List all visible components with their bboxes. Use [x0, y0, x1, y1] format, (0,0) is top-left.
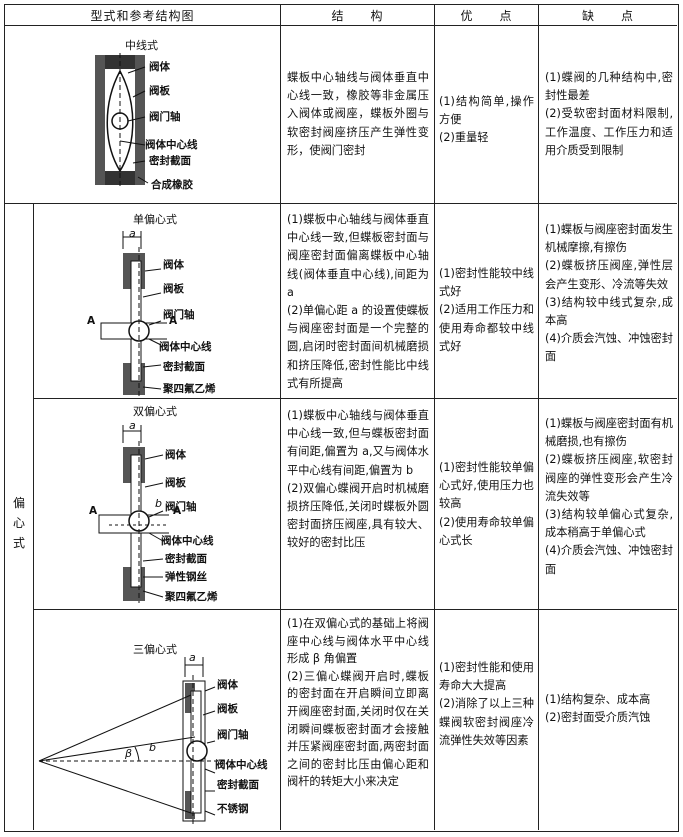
- label-valve-disc: 阀板: [149, 85, 170, 97]
- structure-double-offset: (1)蝶板中心轴线与阀体垂直中心线一致,但与蝶板密封面有间距,偏置为 a,又与阀…: [287, 409, 429, 550]
- label-body-centerline: 阀体中心线: [159, 341, 212, 353]
- header-disadvantages: 缺 点: [581, 9, 634, 23]
- eccentric-group-label: 偏心式: [12, 496, 25, 550]
- label-valve-shaft: 阀门轴: [217, 729, 249, 741]
- valve-table: 型式和参考结构图 结 构 优 点 缺 点 偏心式 中线式 阀体 阀板 阀门轴 阀…: [4, 4, 679, 832]
- structure-concentric: 蝶板中心轴线与阀体垂直中心线一致，橡胶等非金属压入阀体或阀座，蝶板外圈与软密封阀…: [287, 71, 429, 157]
- label-valve-body: 阀体: [163, 259, 184, 271]
- diagram-double-offset: [98, 425, 169, 603]
- advantages-single-offset: (1)密封性能较中线式好 (2)适用工作压力和使用寿命都较中线式好: [439, 267, 534, 353]
- label-valve-body: 阀体: [165, 449, 186, 461]
- dim-beta-triple: β: [125, 747, 133, 760]
- label-body-centerline: 阀体中心线: [145, 139, 198, 151]
- label-ptfe: 聚四氟乙烯: [165, 591, 218, 603]
- structure-triple-offset: (1)在双偏心式的基础上将阀座中心线与阀体水平中心线形成 β 角偏置 (2)三偏…: [287, 617, 429, 789]
- label-body-centerline: 阀体中心线: [161, 535, 214, 547]
- dim-a-single: a: [129, 227, 136, 240]
- advantages-triple-offset: (1)密封性能和使用寿命大大提高 (2)消除了以上三种蝶阀软密封阀座冷流弹性失效…: [439, 661, 534, 747]
- label-seal-section: 密封截面: [165, 553, 207, 565]
- diagram-single-offset: [100, 231, 167, 397]
- advantages-concentric: (1)结构简单,操作方便 (2)重量轻: [439, 95, 534, 145]
- label-valve-body: 阀体: [217, 679, 238, 691]
- dim-A-right-double: A: [173, 505, 182, 517]
- label-ptfe: 聚四氟乙烯: [163, 383, 216, 395]
- label-seal-section: 密封截面: [217, 779, 259, 791]
- label-body-centerline: 阀体中心线: [215, 759, 268, 771]
- disadvantages-single-offset: (1)蝶板与阀座密封面发生机械摩擦,有擦伤 (2)蝶板挤压阀座,弹性层会产生变形…: [545, 223, 673, 364]
- advantages-double-offset: (1)密封性能较单偏心式好,使用压力也较高 (2)使用寿命较单偏心式长: [439, 461, 534, 547]
- diagram-triple-offset: [38, 657, 225, 827]
- disadvantages-triple-offset: (1)结构复杂、成本高 (2)密封面受介质汽蚀: [545, 693, 651, 725]
- row-title-concentric: 中线式: [125, 39, 158, 52]
- label-synthetic-rubber: 合成橡胶: [151, 179, 193, 191]
- row-title-single-offset: 单偏心式: [133, 213, 177, 226]
- label-stainless-steel: 不锈钢: [217, 803, 249, 815]
- disadvantages-double-offset: (1)蝶板与阀座密封面有机械磨损,也有擦伤 (2)蝶板挤压阀座,软密封阀座的弹性…: [545, 417, 673, 576]
- row-title-triple-offset: 三偏心式: [133, 643, 177, 656]
- label-valve-shaft: 阀门轴: [163, 309, 195, 321]
- label-valve-disc: 阀板: [165, 477, 186, 489]
- label-valve-shaft: 阀门轴: [165, 501, 197, 513]
- label-valve-disc: 阀板: [163, 283, 184, 295]
- dim-A-right-single: A: [169, 315, 178, 327]
- dim-b-triple: b: [149, 741, 156, 754]
- dim-b-double: b: [155, 497, 162, 510]
- label-seal-section: 密封截面: [163, 361, 205, 373]
- label-seal-section: 密封截面: [149, 155, 191, 167]
- dim-a-triple: a: [189, 651, 196, 664]
- header-type-and-diagram: 型式和参考结构图: [90, 9, 195, 23]
- dim-a-double: a: [129, 419, 136, 432]
- dim-A-left-double: A: [89, 505, 98, 517]
- label-spring-wire: 弹性钢丝: [165, 571, 207, 583]
- row-title-double-offset: 双偏心式: [133, 405, 177, 418]
- disadvantages-concentric: (1)蝶阀的几种结构中,密封性最差 (2)受软密封面材料限制,工作温度、工作压力…: [545, 71, 673, 157]
- diagram-concentric: [95, 53, 149, 189]
- label-valve-body: 阀体: [149, 61, 170, 73]
- label-valve-disc: 阀板: [217, 703, 238, 715]
- label-valve-shaft: 阀门轴: [149, 111, 181, 123]
- dim-A-left-single: A: [87, 315, 96, 327]
- header-advantages: 优 点: [460, 9, 513, 23]
- header-structure: 结 构: [331, 9, 384, 23]
- structure-single-offset: (1)蝶板中心轴线与阀体垂直中心线一致,但蝶板密封面与阀座密封面偏离蝶板中心轴线…: [287, 213, 429, 390]
